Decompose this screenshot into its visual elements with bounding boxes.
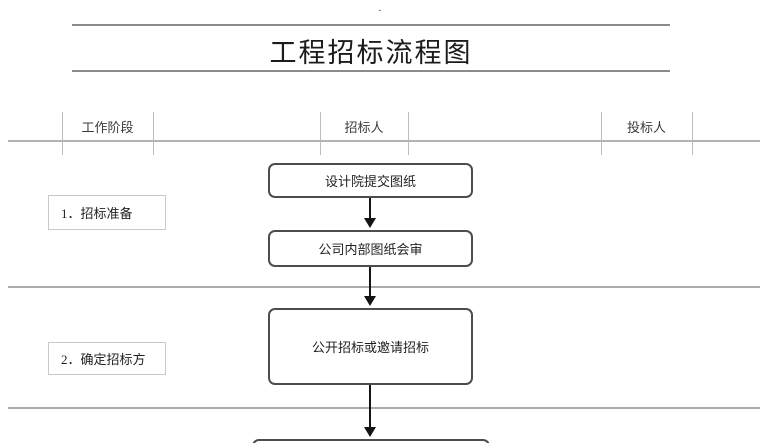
flow-box-text: 设计院提交图纸 (324, 174, 416, 189)
flow-box-text: 公开招标或邀请招标 (311, 340, 429, 355)
title-bottom-rule (72, 70, 670, 72)
down-arrow-shaft (369, 267, 371, 296)
title-top-rule (72, 24, 670, 26)
stage-label-text: 1．招标准备 (61, 206, 133, 221)
column-label-work-stage: 工作阶段 (81, 120, 134, 135)
section-divider (8, 407, 760, 409)
column-label-tenderer: 招标人 (344, 120, 384, 135)
down-arrow-head (364, 427, 376, 437)
stage-label-bid-preparation: 1．招标准备 (48, 195, 166, 230)
page-title: 工程招标流程图 (269, 38, 473, 68)
down-arrow-head (364, 218, 376, 228)
stray-dot: · (378, 5, 382, 17)
column-label-bidder: 投标人 (626, 120, 666, 135)
header-tick (153, 112, 154, 155)
header-tick (320, 112, 321, 155)
header-tick (601, 112, 602, 155)
down-arrow-head (364, 296, 376, 306)
flow-box-design-institute-drawings: 设计院提交图纸 (268, 163, 473, 198)
stage-label-text: 2．确定招标方 (61, 352, 146, 367)
section-divider (8, 286, 760, 288)
stage-label-determine-bidder: 2．确定招标方 (48, 342, 166, 375)
header-rule (8, 140, 760, 142)
header-tick (408, 112, 409, 155)
header-tick (692, 112, 693, 155)
header-tick (62, 112, 63, 155)
flow-box-partial-next-step (252, 439, 490, 443)
down-arrow-shaft (369, 385, 371, 427)
flow-box-internal-drawing-review: 公司内部图纸会审 (268, 230, 473, 267)
flow-box-text: 公司内部图纸会审 (318, 242, 423, 257)
flow-box-public-or-invited-bidding: 公开招标或邀请招标 (268, 308, 473, 385)
down-arrow-shaft (369, 197, 371, 218)
